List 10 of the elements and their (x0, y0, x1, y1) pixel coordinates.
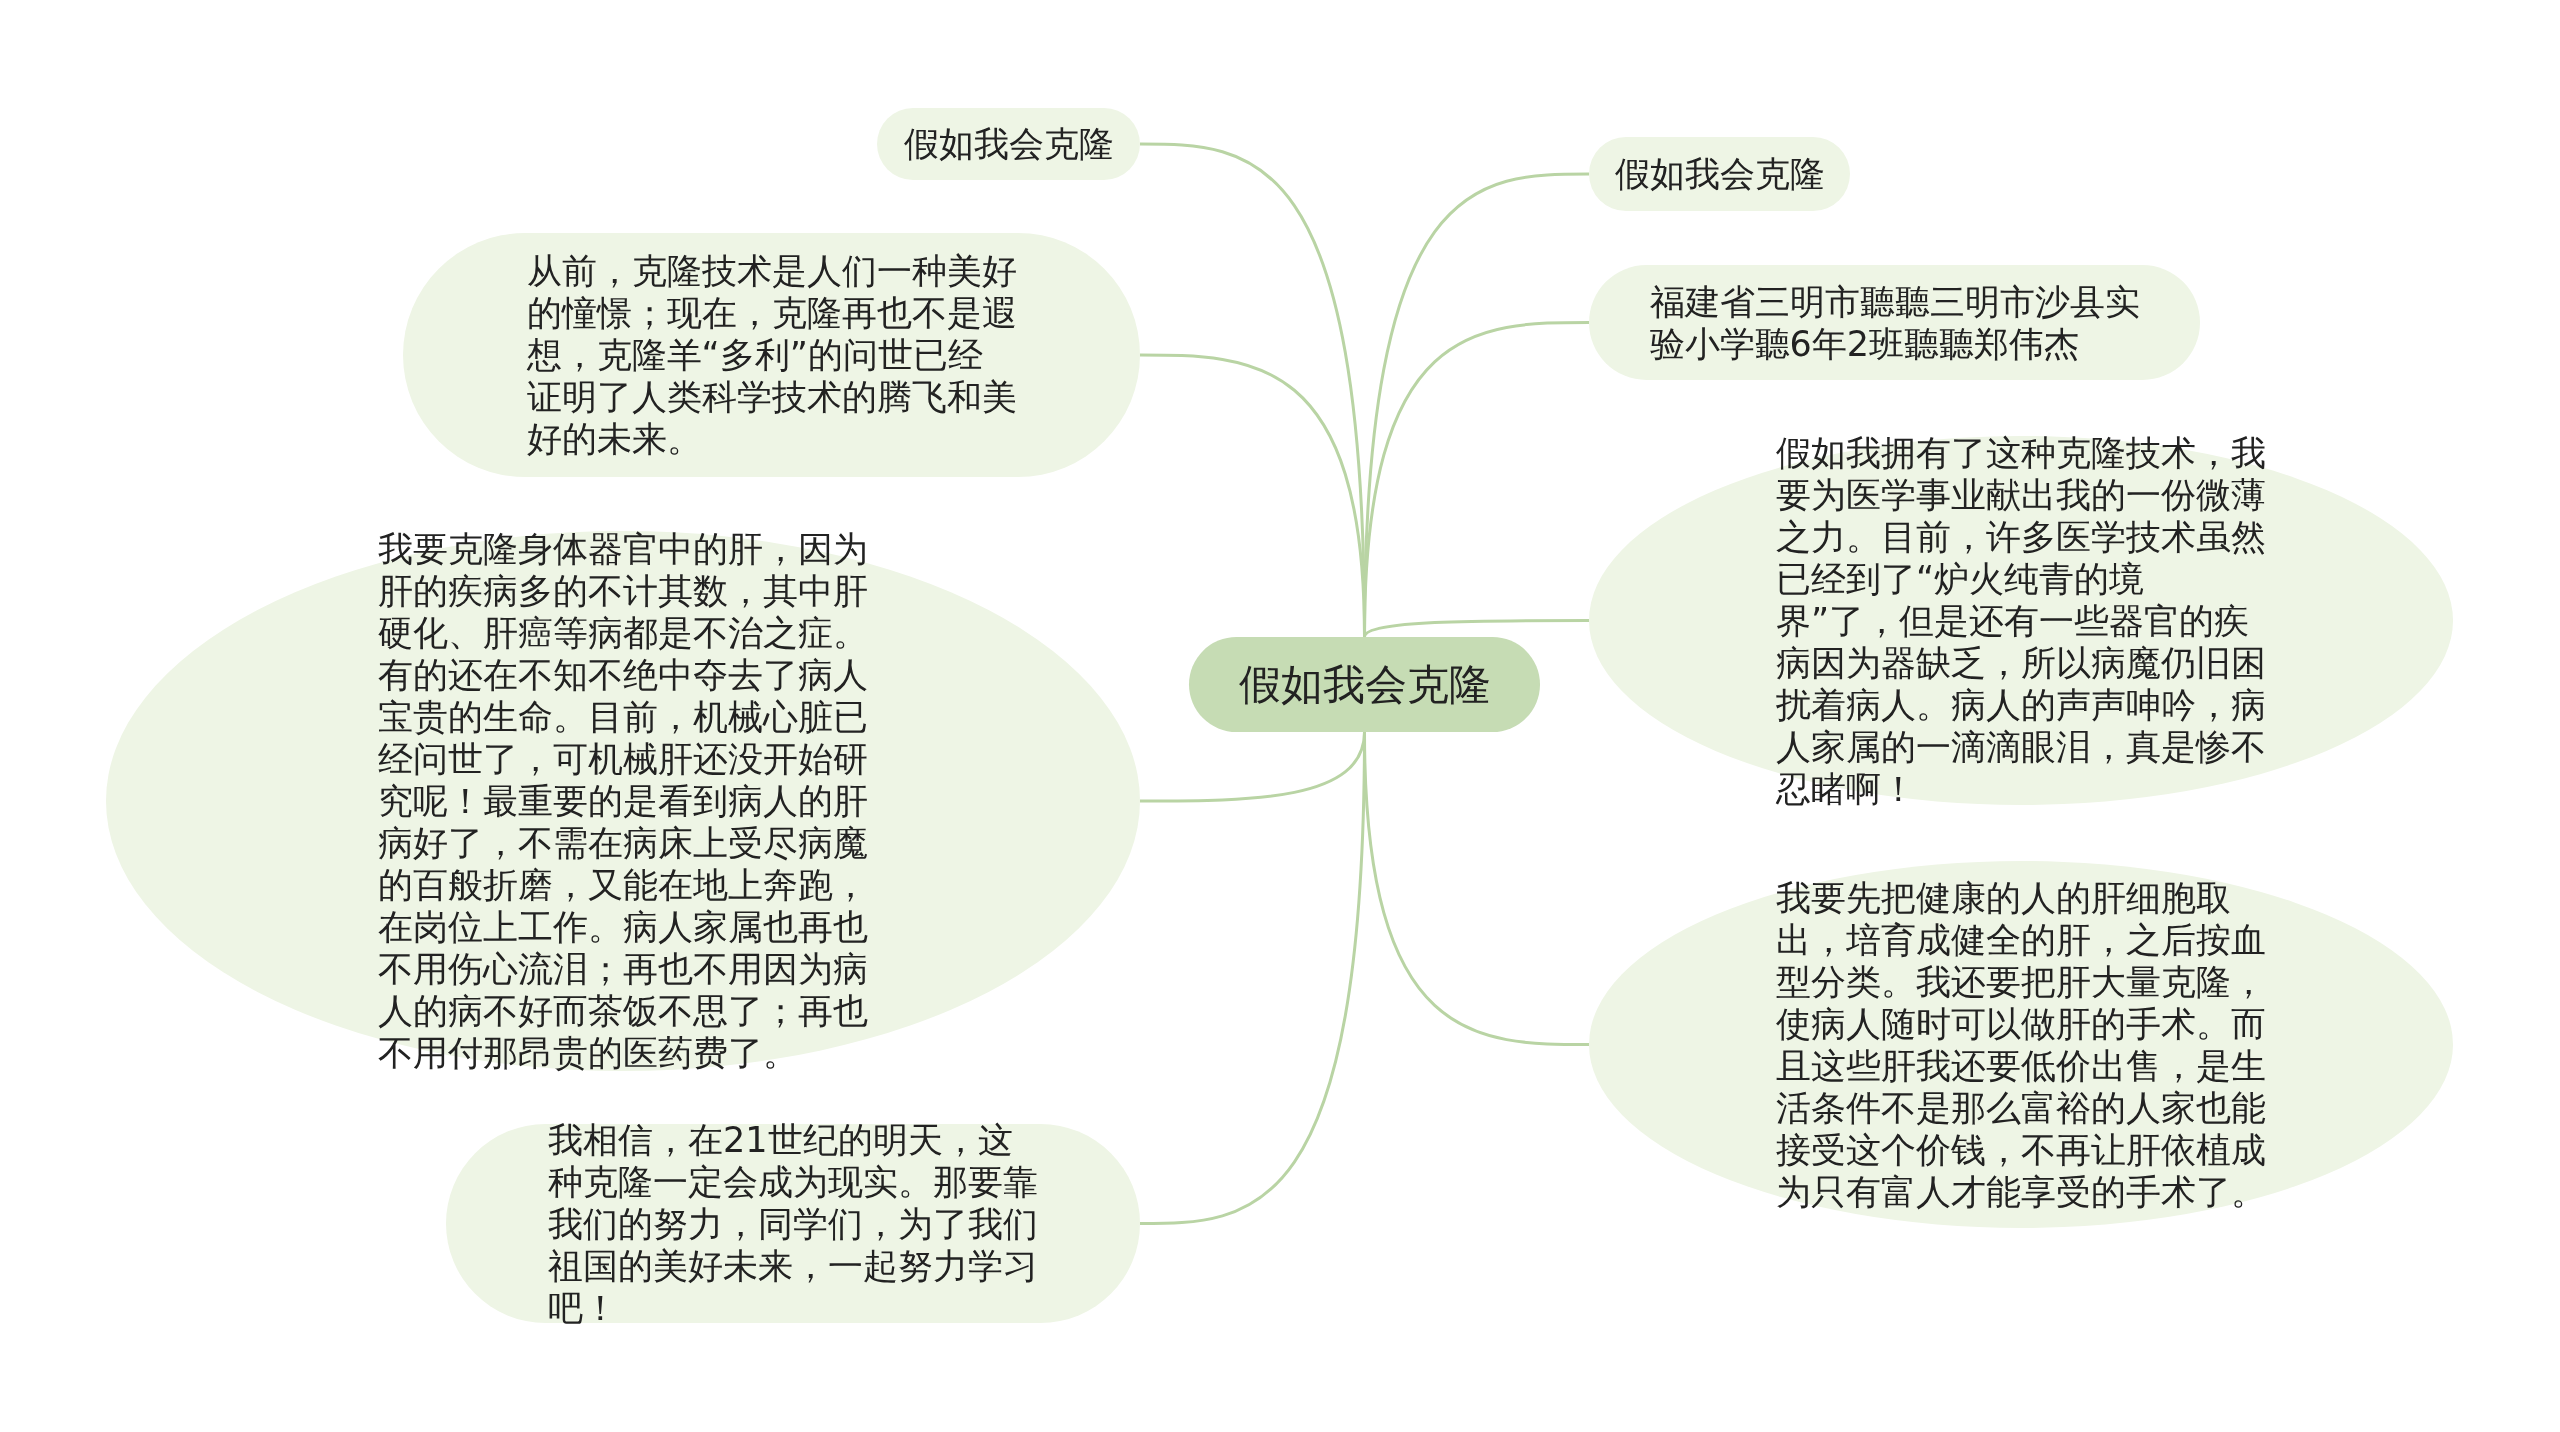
connector-line (1363, 619, 1589, 638)
topic-text: 我要克隆身体器官中的肝，因为肝的疾病多的不计其数，其中肝硬化、肝癌等病都是不治之症。有的还在不知不绝中夺去了病人宝贵的生命。目前，机械心脏已经问世了，可机械肝还没开始研究呢！最重要的是看到病人的肝病好了，不需在病床上受尽病魔的百般折磨，又能在地上奔跑，在岗位上工作。病人家属也再也不用伤心流泪；再也不用因为病人的病不好而茶饭不思了；再也不用付那昂贵的医药费了。 (378, 528, 868, 1074)
topic-title: 假如我会克隆 (1238, 659, 1491, 710)
topic-text: 福建省三明市聽聽三明市沙县实验小学聽6年2班聽聽郑伟杰 (1649, 280, 2140, 365)
topic-text: 从前，克隆技术是人们一种美好的憧憬；现在，克隆再也不是遐想，克隆羊“多利”的问世已经证明了人类科学技术的腾飞和美好的未来。 (526, 250, 1017, 460)
topic-text: 假如我拥有了这种克隆技术，我要为医学事业献出我的一份微薄之力。目前，许多医学技术虽然已经到了“炉火纯青的境界”了，但是还有一些器官的疾病因为器缺乏，所以病魔仍旧困扰着病人。病人的声声呻吟，病人家属的一滴滴眼泪，真是惨不忍睹啊！ (1776, 431, 2266, 810)
topic-text: 我要先把健康的人的肝细胞取出，培育成健全的肝，之后按血型分类。我还要把肝大量克隆，使病人随时可以做肝的手术。而且这些肝我还要低价出售，是生活条件不是那么富裕的人家也能接受这个价钱，不再让肝依植成为只有富人才能享受的手术了。 (1776, 876, 2266, 1213)
topic-text: 假如我会克隆 (903, 123, 1114, 165)
topic-text: 假如我会克隆 (1614, 153, 1825, 195)
topic-text: 我相信，在21世纪的明天，这种克隆一定会成为现实。那要靠我们的努力，同学们，为了我们祖国的美好未来，一起努力学习吧！ (548, 1118, 1038, 1329)
